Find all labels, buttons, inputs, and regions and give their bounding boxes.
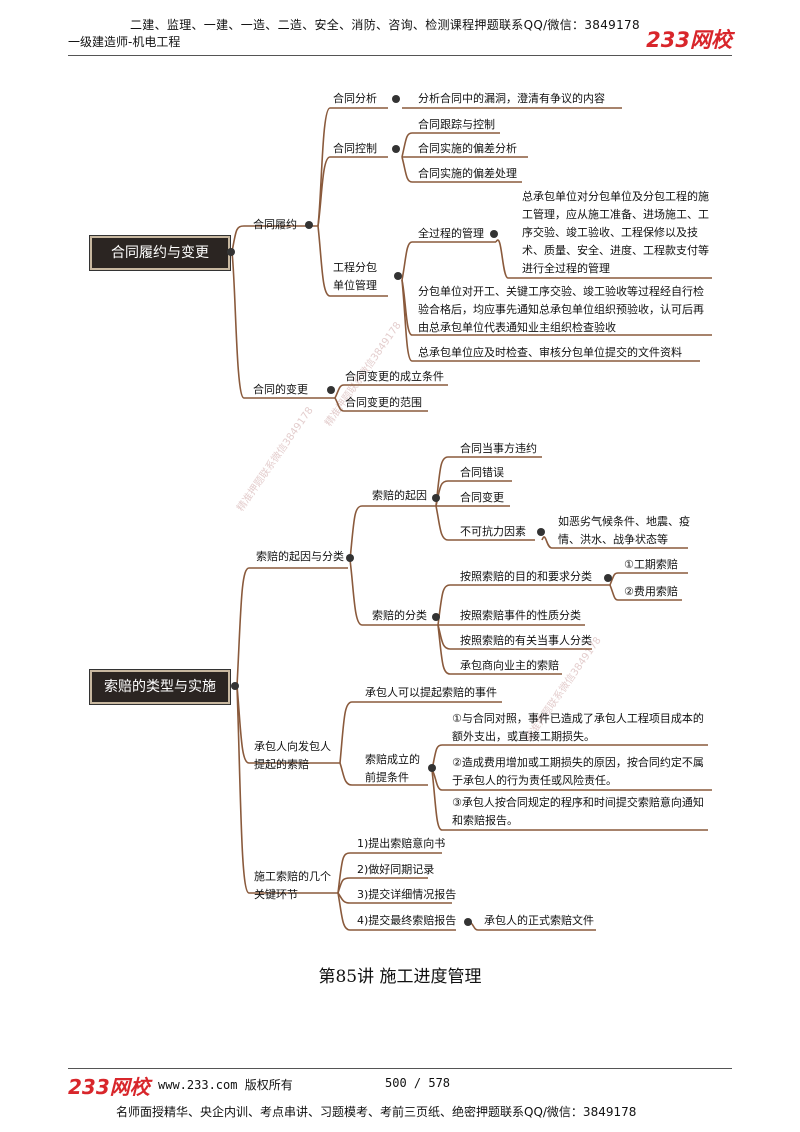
node-dot <box>604 574 612 582</box>
node-classification: 索赔的分类 <box>372 609 427 622</box>
whole-process-detail: 总承包单位对分包单位及分包工程的施工管理，应从施工准备、进场施工、工序交验、竣工… <box>522 190 709 275</box>
mindmap1-root: 合同履约与变更 <box>90 236 230 270</box>
footer-promo: 名师面授精华、央企内训、考点串讲、习题模考、考前三页纸、绝密押题联系QQ/微信：… <box>116 1105 637 1119</box>
node-key-steps: 施工索赔的几个关键环节 <box>254 870 331 901</box>
mindmap2-root: 索赔的类型与实施 <box>90 670 230 704</box>
section-title: 第85讲 施工进度管理 <box>318 967 482 987</box>
node-contractor-claim: 承包人向发包人提起的索赔 <box>254 740 331 771</box>
control-item: 合同实施的偏差处理 <box>418 167 517 180</box>
cause-item: 合同错误 <box>460 466 504 479</box>
header-promo: 二建、监理、一建、一造、二造、安全、消防、咨询、检测课程押题联系QQ/微信：38… <box>130 18 640 32</box>
branch-change: 合同的变更 <box>253 383 308 396</box>
node-dot <box>231 682 239 690</box>
node-dot <box>490 230 498 238</box>
precondition-item: ③承包人按合同规定的程序和时间提交索赔意向通知和索赔报告。 <box>452 796 704 827</box>
force-majeure-detail: 如恶劣气候条件、地震、疫情、洪水、战争状态等 <box>558 515 690 546</box>
node-dot <box>428 764 436 772</box>
control-item: 合同跟踪与控制 <box>418 118 495 131</box>
node-dot <box>537 528 545 536</box>
footer-logo: 233网校 <box>68 1075 150 1099</box>
step-item: 2)做好同期记录 <box>357 863 435 876</box>
node-dot <box>394 272 402 280</box>
control-item: 合同实施的偏差分析 <box>418 142 517 155</box>
node-dot <box>305 221 313 229</box>
node-whole-process: 全过程的管理 <box>418 227 484 240</box>
step-item: 4)提交最终索赔报告 <box>357 914 457 927</box>
analysis-detail: 分析合同中的漏洞，澄清有争议的内容 <box>418 92 605 105</box>
class-item: 承包商向业主的索赔 <box>460 659 559 672</box>
precondition-item: ①与合同对照，事件已造成了承包人工程项目成本的额外支出，或直接工期损失。 <box>452 712 704 743</box>
branch-performance: 合同履约 <box>253 218 297 231</box>
step-item: 3)提交详细情况报告 <box>357 888 457 901</box>
node-cause-class: 索赔的起因与分类 <box>256 550 344 563</box>
class-item: 按照索赔的有关当事人分类 <box>460 634 592 647</box>
inspection-detail: 分包单位对开工、关键工序交验、竣工验收等过程经自行检验合格后，均应事先通知总承包… <box>418 285 704 334</box>
site-logo: 233网校 <box>646 28 732 52</box>
node-preconditions: 索赔成立的前提条件 <box>365 753 420 784</box>
final-report-detail: 承包人的正式索赔文件 <box>484 914 594 927</box>
step-item: 1)提出索赔意向书 <box>357 837 446 850</box>
header-divider <box>68 55 732 56</box>
footer-site: www.233.com 版权所有 <box>158 1078 293 1092</box>
review-detail: 总承包单位应及时检查、审核分包单位提交的文件资料 <box>418 346 682 359</box>
change-item: 合同变更的成立条件 <box>345 370 444 383</box>
change-item: 合同变更的范围 <box>345 396 422 409</box>
purpose-item: ②费用索赔 <box>624 585 678 598</box>
node-dot <box>227 248 235 256</box>
class-item: 按照索赔事件的性质分类 <box>460 609 581 622</box>
node-dot <box>432 613 440 621</box>
node-dot <box>392 95 400 103</box>
node-dot <box>432 494 440 502</box>
node-cause: 索赔的起因 <box>372 489 427 502</box>
claimable-events: 承包人可以提起索赔的事件 <box>365 686 497 699</box>
node-dot <box>392 145 400 153</box>
course-title: 一级建造师-机电工程 <box>68 35 181 49</box>
node-dot <box>327 386 335 394</box>
node-analysis: 合同分析 <box>333 92 377 105</box>
cause-item: 合同变更 <box>460 491 504 504</box>
cause-item: 不可抗力因素 <box>460 525 526 538</box>
class-by-purpose: 按照索赔的目的和要求分类 <box>460 570 592 583</box>
node-control: 合同控制 <box>333 142 377 155</box>
purpose-item: ①工期索赔 <box>624 558 678 571</box>
footer-divider <box>68 1068 732 1069</box>
node-subcontract-mgmt: 工程分包单位管理 <box>333 261 377 292</box>
cause-item: 合同当事方违约 <box>460 442 537 455</box>
page-number: 500 / 578 <box>385 1076 451 1090</box>
node-dot <box>346 554 354 562</box>
node-dot <box>464 918 472 926</box>
precondition-item: ②造成费用增加或工期损失的原因，按合同约定不属于承包人的行为责任或风险责任。 <box>452 756 704 787</box>
